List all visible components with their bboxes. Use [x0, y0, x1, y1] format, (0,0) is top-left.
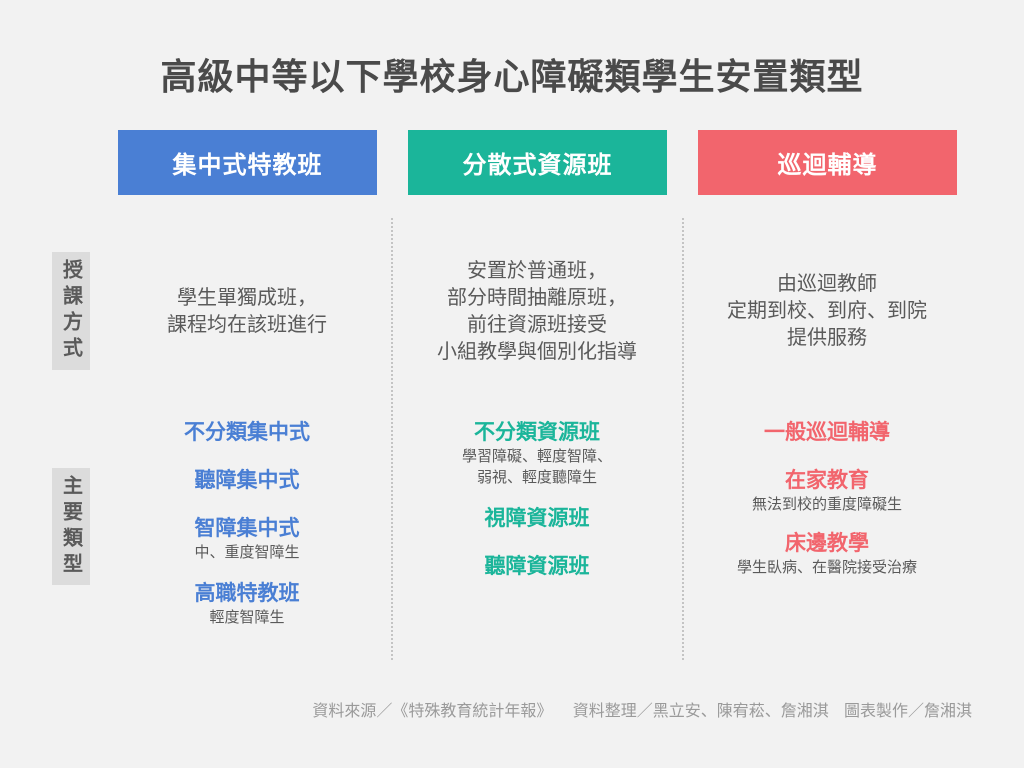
- type-name: 不分類集中式: [184, 420, 310, 444]
- footer-source: 資料來源／《特殊教育統計年報》: [312, 701, 553, 720]
- type-name: 一般巡迴輔導: [764, 420, 890, 444]
- row-label-text: 授課方式: [59, 259, 84, 363]
- type-name: 聽障集中式: [194, 468, 300, 492]
- description-line: 安置於普通班，: [467, 258, 607, 282]
- description-line: 前往資源班接受: [467, 312, 607, 336]
- description-line: 小組教學與個別化指導: [437, 339, 637, 363]
- header-itinerant: 巡迴輔導: [698, 130, 957, 195]
- divider: [391, 218, 393, 660]
- type-note: 輕度智障生: [209, 608, 285, 626]
- footer-design: 圖表製作／詹湘淇: [843, 701, 972, 720]
- header-centralized-class: 集中式特教班: [118, 130, 377, 195]
- row-label-teaching-method: 授課方式: [52, 252, 90, 370]
- type-name: 視障資源班: [484, 506, 590, 530]
- description-line: 由巡迴教師: [777, 271, 877, 295]
- type-name: 智障集中式: [194, 516, 300, 540]
- type-name: 高職特教班: [194, 581, 300, 605]
- type-name: 不分類資源班: [474, 420, 600, 444]
- footer-credits: 資料來源／《特殊教育統計年報》 資料整理／黑立安、陳宥菘、詹湘淇 圖表製作／詹湘…: [312, 697, 972, 721]
- row-label-main-types: 主要類型: [52, 468, 90, 585]
- header-resource-class: 分散式資源班: [408, 130, 667, 195]
- footer-compiled: 資料整理／黑立安、陳宥菘、詹湘淇: [572, 701, 829, 720]
- type-name: 聽障資源班: [484, 554, 590, 578]
- divider: [682, 218, 684, 660]
- type-note: 學生臥病、在醫院接受治療: [736, 558, 917, 576]
- type-note: 學習障礙、輕度智障、: [461, 447, 612, 465]
- type-name: 床邊教學: [785, 531, 869, 555]
- page-title: 高級中等以下學校身心障礙類學生安置類型: [160, 57, 864, 98]
- description-line: 學生單獨成班，: [177, 285, 317, 309]
- description-resource: 安置於普通班， 部分時間抽離原班， 前往資源班接受 小組教學與個別化指導: [392, 257, 682, 365]
- type-note: 無法到校的重度障礙生: [751, 495, 902, 513]
- type-name: 在家教育: [785, 468, 869, 492]
- description-line: 課程均在該班進行: [167, 312, 327, 336]
- description-line: 部分時間抽離原班，: [447, 285, 627, 309]
- types-resource: 不分類資源班 學習障礙、輕度智障、 弱視、輕度聽障生 視障資源班 聽障資源班: [392, 418, 682, 580]
- types-centralized: 不分類集中式 聽障集中式 智障集中式 中、重度智障生 高職特教班 輕度智障生: [102, 418, 392, 628]
- type-note: 中、重度智障生: [194, 543, 300, 561]
- types-itinerant: 一般巡迴輔導 在家教育 無法到校的重度障礙生 床邊教學 學生臥病、在醫院接受治療: [682, 418, 972, 578]
- description-centralized: 學生單獨成班， 課程均在該班進行: [102, 284, 392, 338]
- description-itinerant: 由巡迴教師 定期到校、到府、到院 提供服務: [682, 270, 972, 351]
- row-label-text: 主要類型: [59, 474, 84, 579]
- description-line: 定期到校、到府、到院: [727, 298, 927, 322]
- description-line: 提供服務: [787, 325, 867, 349]
- type-note: 弱視、輕度聽障生: [476, 468, 597, 486]
